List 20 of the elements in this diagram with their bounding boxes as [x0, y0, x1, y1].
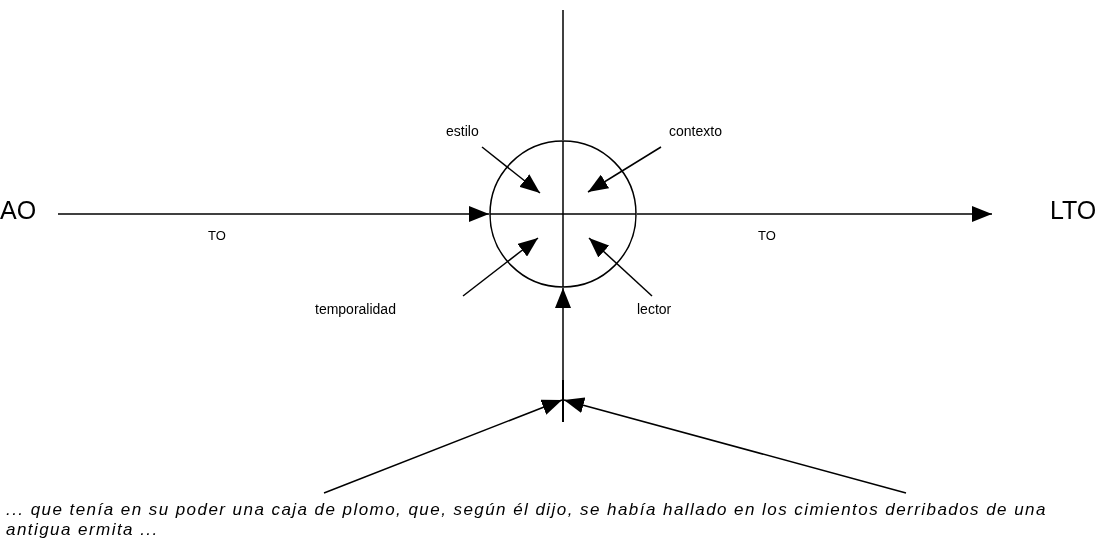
- arrow: [587, 146, 662, 193]
- arrow: [323, 399, 563, 494]
- arrow: [57, 206, 490, 222]
- factor-label: lector: [637, 302, 672, 316]
- node-label: AO: [0, 198, 37, 223]
- arrow: [588, 237, 653, 297]
- axis-line: [562, 380, 564, 422]
- edge-label: TO: [206, 229, 228, 242]
- edge-label: TO: [756, 229, 778, 242]
- node-label: LTO: [1050, 198, 1097, 223]
- factor-label: temporalidad: [315, 302, 396, 316]
- crosshair-circle: [489, 140, 637, 288]
- factor-label: estilo: [446, 124, 479, 138]
- arrow: [636, 206, 993, 222]
- factor-label: contexto: [669, 124, 722, 138]
- arrow: [481, 146, 541, 194]
- arrow: [462, 237, 539, 297]
- arrow: [563, 397, 907, 494]
- quote-text: ... que tenía en su poder una caja de plomo, que, según él dijo, se había hallado en los cimientos derribados de una antigua ermita ...: [6, 500, 1110, 538]
- arrow: [555, 287, 571, 381]
